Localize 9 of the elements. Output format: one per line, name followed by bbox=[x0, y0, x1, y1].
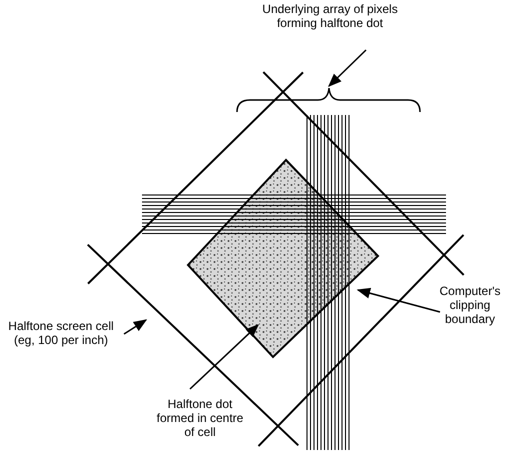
halftone-dot-diamond bbox=[186, 158, 380, 358]
leader-arrow bbox=[189, 324, 259, 390]
leader-arrow bbox=[124, 319, 148, 335]
leader-arrow bbox=[328, 49, 367, 87]
callout-label: Halftone screen cell (eg, 100 per inch) bbox=[0, 320, 122, 348]
callout-label: Computer's clipping boundary bbox=[425, 285, 515, 326]
callout-label: Halftone dot formed in centre of cell bbox=[150, 398, 250, 440]
leader-arrow bbox=[356, 288, 440, 313]
callout-label: Underlying array of pixels forming halftone dot bbox=[260, 3, 400, 31]
